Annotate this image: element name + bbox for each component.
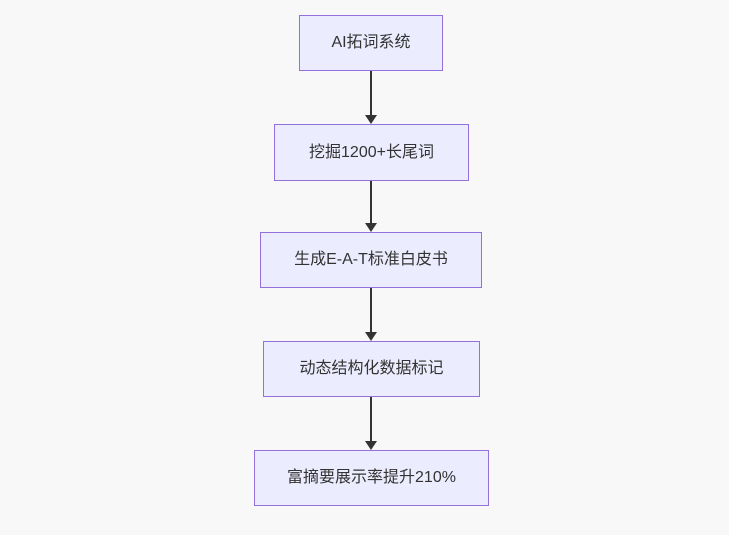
- flow-node-rich-snippet-rate-increase: 富摘要展示率提升210%: [254, 450, 489, 506]
- arrow-down-icon: [365, 288, 377, 341]
- arrow-shaft: [370, 397, 372, 441]
- arrow-shaft: [370, 71, 372, 115]
- arrowhead-icon: [365, 332, 377, 341]
- arrowhead-icon: [365, 441, 377, 450]
- arrowhead-icon: [365, 115, 377, 124]
- flow-node-label: 挖掘1200+长尾词: [309, 143, 434, 161]
- arrow-down-icon: [365, 397, 377, 450]
- flow-node-label: 生成E-A-T标准白皮书: [294, 251, 448, 268]
- arrow-down-icon: [365, 71, 377, 124]
- arrow-down-icon: [365, 181, 377, 232]
- flow-node-generate-eat-whitepaper: 生成E-A-T标准白皮书: [260, 232, 482, 288]
- flow-node-label: 动态结构化数据标记: [299, 360, 444, 377]
- flow-node-label: AI拓词系统: [331, 34, 411, 51]
- flow-node-dynamic-structured-data-markup: 动态结构化数据标记: [263, 341, 480, 397]
- arrowhead-icon: [365, 223, 377, 232]
- flow-node-label: 富摘要展示率提升210%: [287, 469, 456, 486]
- flow-node-mine-longtail-keywords: 挖掘1200+长尾词: [274, 124, 469, 181]
- arrow-shaft: [370, 288, 372, 332]
- arrow-shaft: [370, 181, 372, 223]
- flow-node-ai-word-expansion-system: AI拓词系统: [299, 15, 443, 71]
